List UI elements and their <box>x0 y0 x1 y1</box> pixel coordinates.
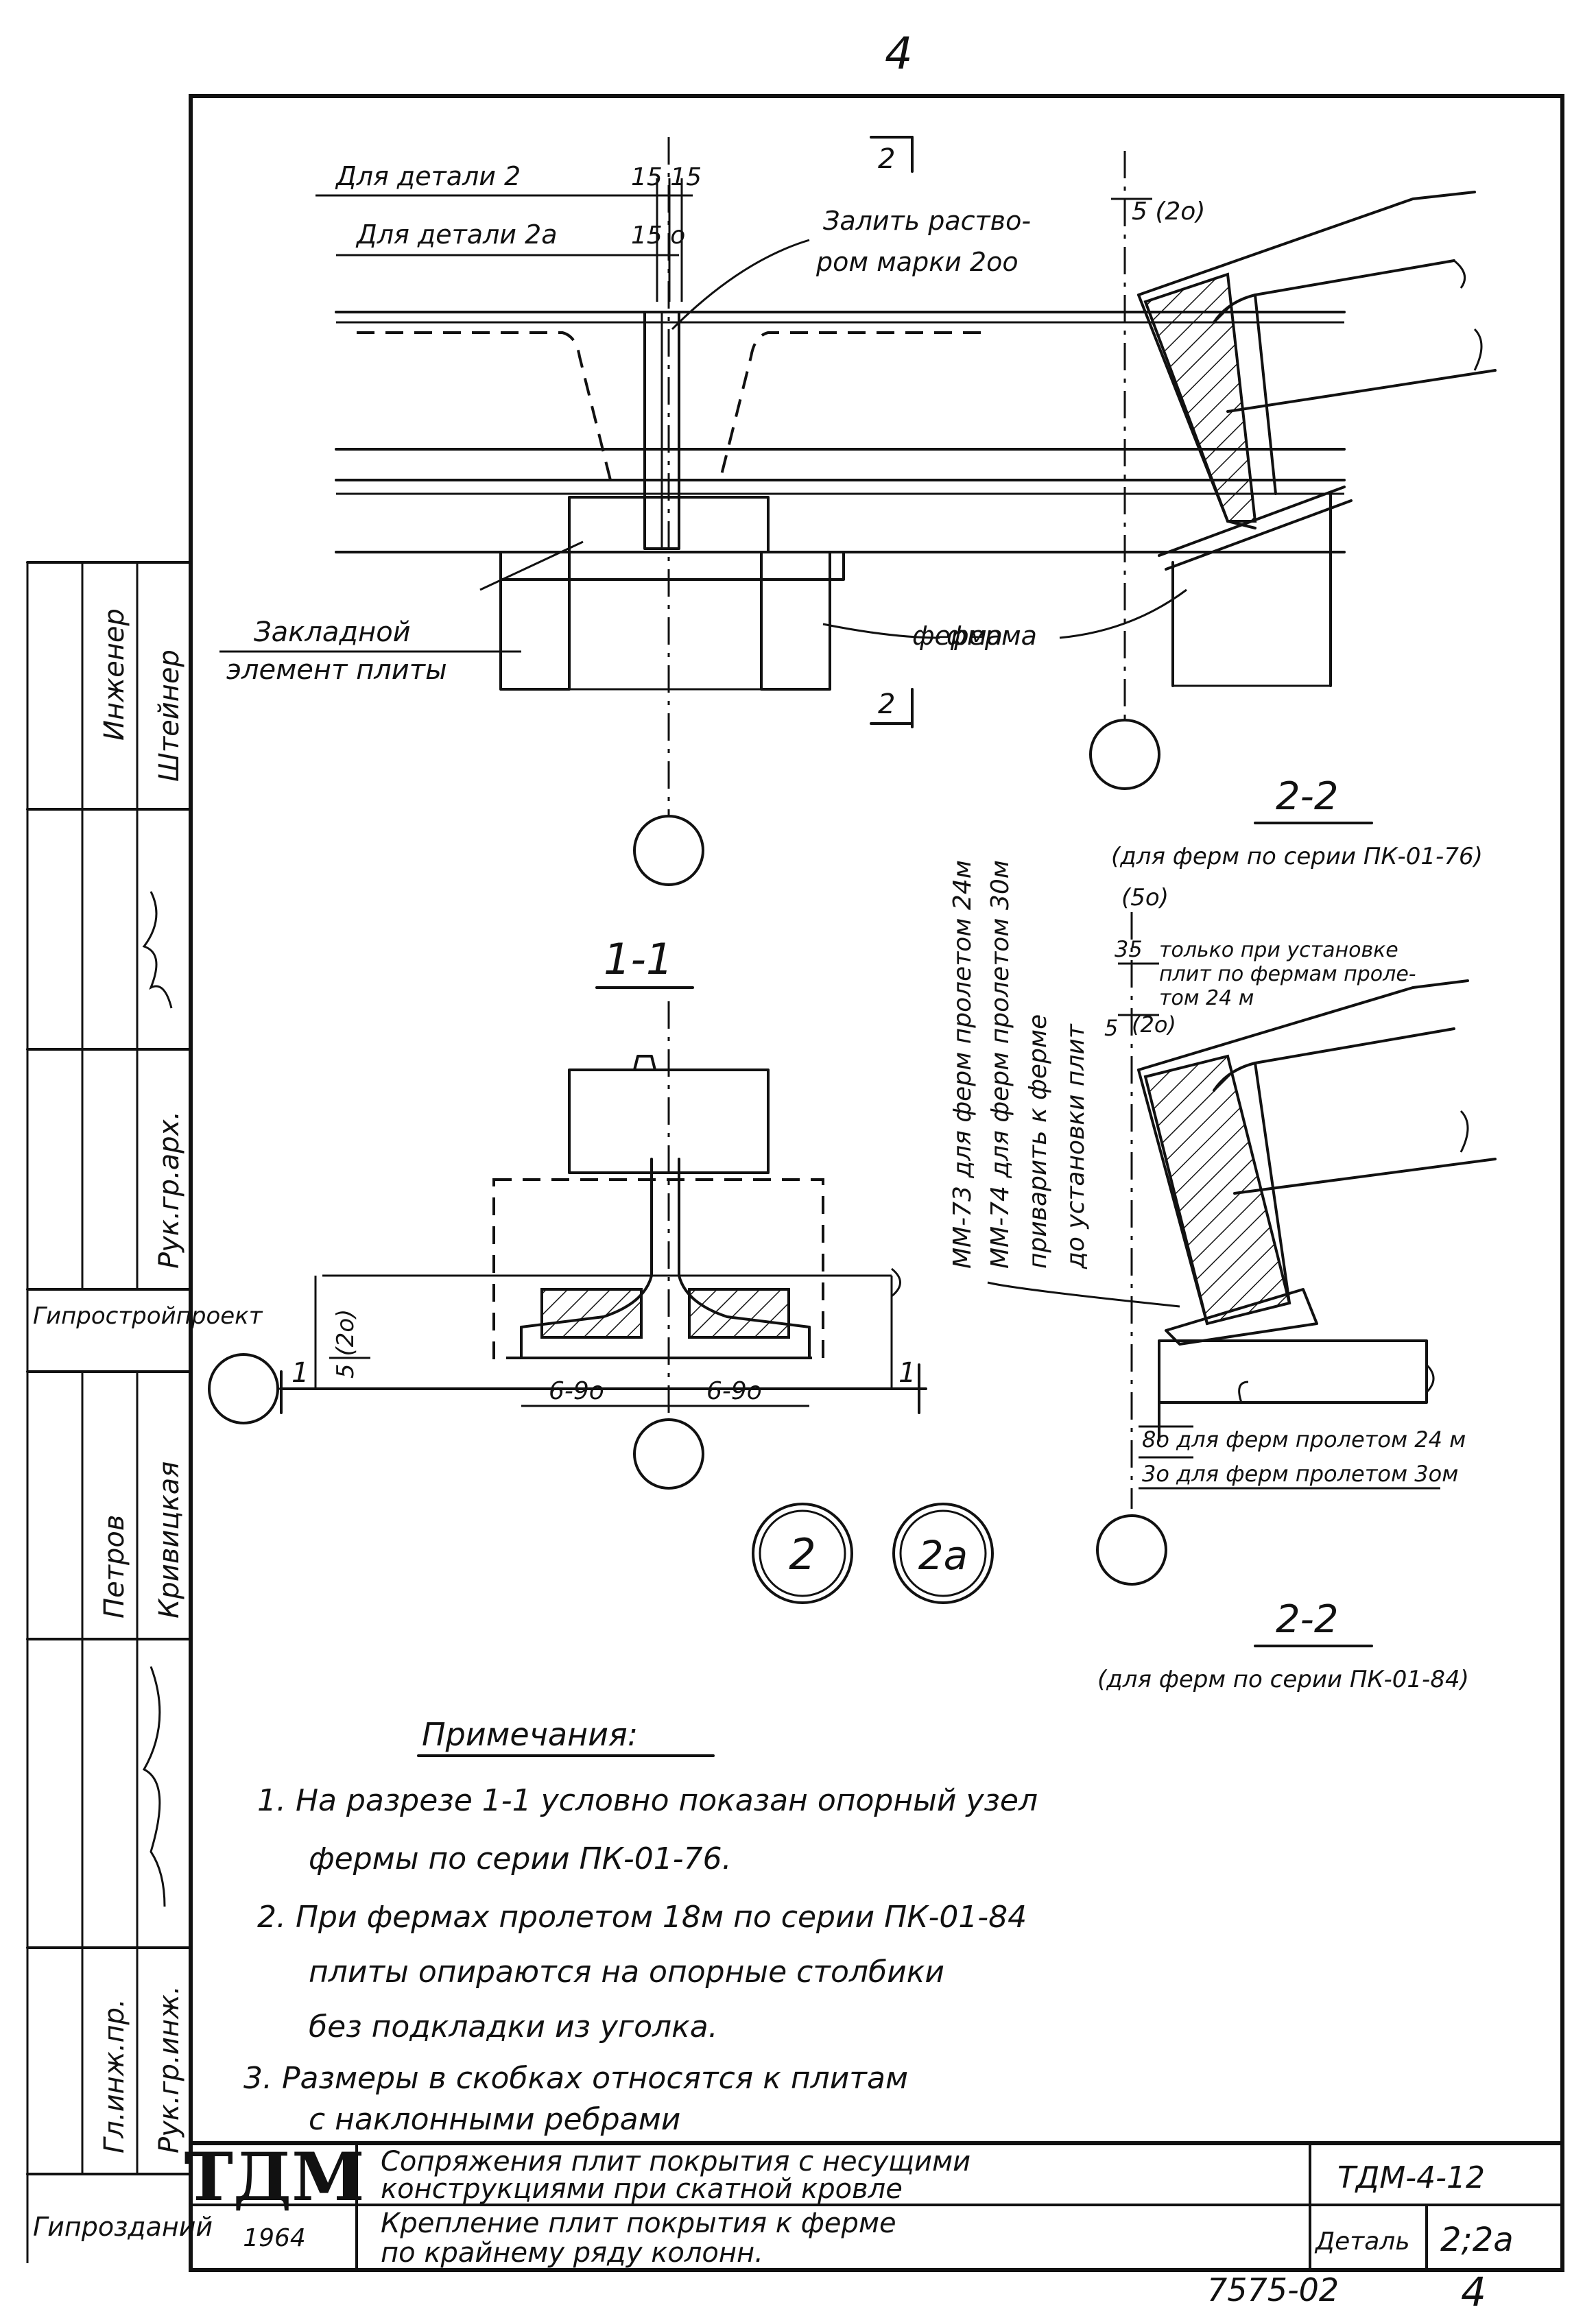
section-2-2-upper-title: 2-2 <box>1276 774 1338 819</box>
axis-marker-left <box>208 1353 279 1424</box>
vertical-note-line2: ММ-74 для ферм пролетом 30м <box>986 860 1014 1269</box>
note-3b: с наклонными ребрами <box>309 2102 680 2137</box>
lower-note-line1: только при установке <box>1159 938 1398 962</box>
dim-detail2-value: 15 15 <box>631 163 702 191</box>
axis-marker-2-2-upper <box>1089 719 1160 790</box>
embedded-label-line1: Закладной <box>254 617 411 648</box>
section-2-2-lower: (5о) 35 5 (2о) только при установке плит… <box>1096 884 1497 1693</box>
embedded-label-line2: элемент плиты <box>226 654 447 686</box>
vertical-note-line1: ММ-73 для ферм пролетом 24м <box>949 860 977 1269</box>
truss-label-2-2: ферма <box>912 621 1003 651</box>
vertical-note: ММ-73 для ферм пролетом 24м ММ-74 для фе… <box>949 860 1180 1308</box>
stamp-chief-engineer: Гл.инж.пр. <box>99 1998 130 2153</box>
top-view-detail: Для детали 2 15 15 Для детали 2а 15 о 2 … <box>219 136 1346 886</box>
lower-note-line2: плит по фермам проле- <box>1159 962 1416 986</box>
stamp-name-steiner: Штейнер <box>154 649 185 782</box>
detail-marks: 2 2а <box>752 1503 994 1604</box>
fill-note-line2: ром марки 2оо <box>815 247 1019 277</box>
section-2-2-upper: 5 (2о) ферма 2-2 (для ферм по серии ПК-0… <box>912 151 1497 870</box>
title-line2: конструкциями при скатной кровле <box>381 2173 903 2205</box>
vertical-note-line3: приварить к ферме <box>1024 1014 1052 1269</box>
sheet-frame <box>189 94 1564 2272</box>
stamp-engineer: Инженер <box>99 608 130 741</box>
signature-2 <box>142 1666 166 1907</box>
doc-code: ТДМ-4-12 <box>1337 2160 1485 2195</box>
dim-detail2-label: Для детали 2 <box>335 161 521 191</box>
section-2-2-lower-subtitle: (для ферм по серии ПК-01-84) <box>1097 1666 1469 1693</box>
dim-2-2-lower-top: (5о) <box>1121 884 1169 911</box>
page-number-bottom: 4 <box>1461 2269 1486 2315</box>
stamp-arch-head: Рук.гр.арх. <box>154 1111 185 1269</box>
section-2-2-upper-subtitle: (для ферм по серии ПК-01-76) <box>1111 843 1483 870</box>
note-3a: 3. Размеры в скобках относятся к плитам <box>243 2061 908 2096</box>
page-number-top: 4 <box>885 29 913 80</box>
cut-mark-right: 1 <box>898 1357 916 1389</box>
detail-mark-2a: 2а <box>918 1532 968 1579</box>
stamp-name-petrov: Петров <box>99 1515 130 1619</box>
note-2a: 2. При фермах пролетом 18м по серии ПК-0… <box>257 1900 1027 1935</box>
axis-marker-top <box>633 815 704 886</box>
dim-detail2a-label: Для детали 2а <box>355 219 558 250</box>
fill-note-line1: Залить раство- <box>823 206 1031 236</box>
detail-label: Деталь <box>1314 2228 1410 2256</box>
dim-5: 5 <box>1104 1015 1118 1041</box>
signature-1 <box>142 891 173 1009</box>
section-2-2-lower-title: 2-2 <box>1276 1597 1338 1642</box>
stamp-eng-head: Рук.гр.инж. <box>154 1985 185 2153</box>
subtitle-line2: по крайнему ряду колонн. <box>381 2237 763 2269</box>
subtitle-line1: Крепление плит покрытия к ферме <box>381 2208 896 2239</box>
note-2c: без подкладки из уголка. <box>309 2009 718 2044</box>
stamp-name-krivitskaya: Кривицкая <box>154 1461 185 1619</box>
title-block: ТДМ 1964 Сопряжения плит покрытия с несу… <box>184 2138 1564 2271</box>
axis-marker-section-1-1 <box>633 1418 704 1490</box>
stamp-organization: Гипростройпроект <box>33 1302 263 1330</box>
dim-gap-2: 6-9о <box>706 1377 762 1405</box>
truss-label-top: ферма <box>946 621 1037 651</box>
side-stamp: Инженер Штейнер Рук.гр.арх. Гипростройпр… <box>26 562 263 2242</box>
note-1b: фермы по серии ПК-01-76. <box>309 1841 732 1876</box>
note-1a: 1. На разрезе 1-1 условно показан опорны… <box>257 1783 1038 1818</box>
detail-mark-2: 2 <box>789 1529 815 1579</box>
title-year: 1964 <box>243 2224 306 2252</box>
logo-tdm: ТДМ <box>184 2138 364 2216</box>
lower-note-line3: том 24 м <box>1159 986 1254 1010</box>
section-mark-2-bottom: 2 <box>878 689 895 720</box>
dim-1-1-left: 5 (2о) <box>332 1309 359 1378</box>
stamp-giprozdaniy: Гипрозданий <box>33 2212 213 2242</box>
detail-value: 2;2а <box>1440 2221 1514 2259</box>
dim-gap-1: 6-9о <box>549 1377 604 1405</box>
vertical-note-line4: до установки плит <box>1062 1023 1090 1269</box>
cut-mark-left: 1 <box>291 1357 309 1389</box>
archive-number: 7575-02 <box>1207 2271 1339 2308</box>
dim-2-2-upper-top: 5 (2о) <box>1132 198 1205 226</box>
axis-marker-2-2-lower <box>1096 1514 1167 1586</box>
dim-35: 35 <box>1115 936 1143 962</box>
dim-80: 8о для ферм пролетом 24 м <box>1142 1426 1466 1453</box>
note-2b: плиты опираются на опорные столбики <box>309 1955 944 1990</box>
title-line1: Сопряжения плит покрытия с несущими <box>381 2146 970 2177</box>
notes-block: Примечания: 1. На разрезе 1-1 условно по… <box>243 1716 1038 2137</box>
section-1-1: 1-1 1 1 5 (2о) 6-9о 6-9о <box>208 934 927 1490</box>
dim-30: 3о для ферм пролетом 3ом <box>1142 1461 1458 1487</box>
section-1-1-title: 1-1 <box>604 934 673 984</box>
dim-detail2a-value: 15 о <box>631 222 685 250</box>
section-mark-2-top: 2 <box>878 143 895 175</box>
notes-heading: Примечания: <box>422 1716 638 1753</box>
